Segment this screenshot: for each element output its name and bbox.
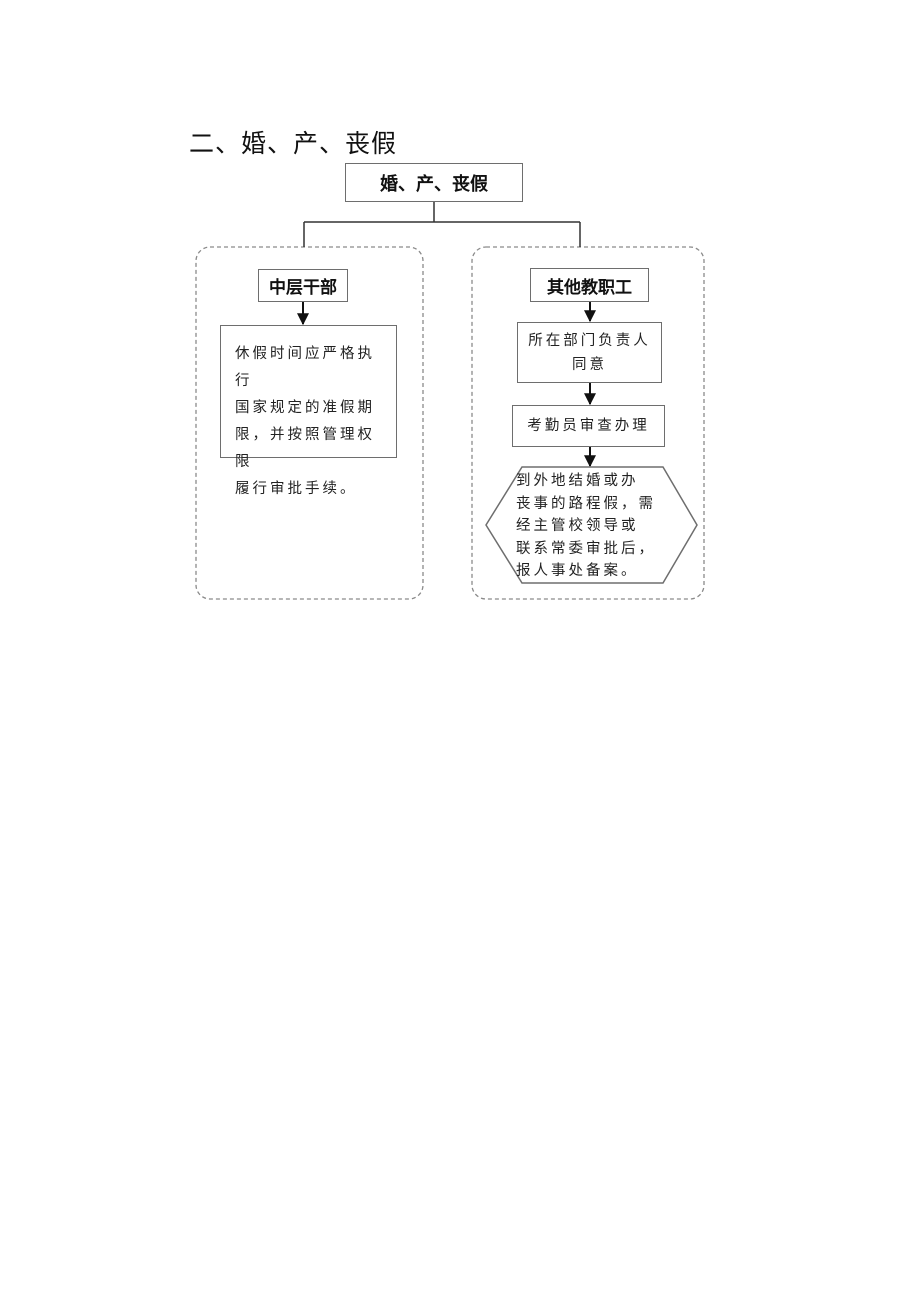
branch-title-other-staff: 其他教职工 [530, 268, 649, 302]
right-group-container [471, 246, 705, 600]
root-node: 婚、产、丧假 [345, 163, 523, 202]
middle-managers-rule-box: 休假时间应严格执行 国家规定的准假期 限，并按照管理权限 履行审批手续。 [220, 325, 397, 497]
attendance-clerk-review-box: 考勤员审查办理 [512, 405, 665, 447]
branch-title-middle-managers: 中层干部 [258, 269, 348, 302]
travel-leave-hexagon-text: 到外地结婚或办 丧事的路程假，需 经主管校领导或 联系常委审批后， 报人事处备案… [516, 473, 656, 579]
hexagon-shape [485, 466, 698, 584]
section-heading: 二、婚、产、丧假 [189, 129, 398, 158]
department-head-approval-box: 所在部门负责人 同意 [517, 322, 662, 383]
root-node-label: 婚、产、丧假 [380, 173, 488, 195]
left-group-container [195, 246, 424, 600]
